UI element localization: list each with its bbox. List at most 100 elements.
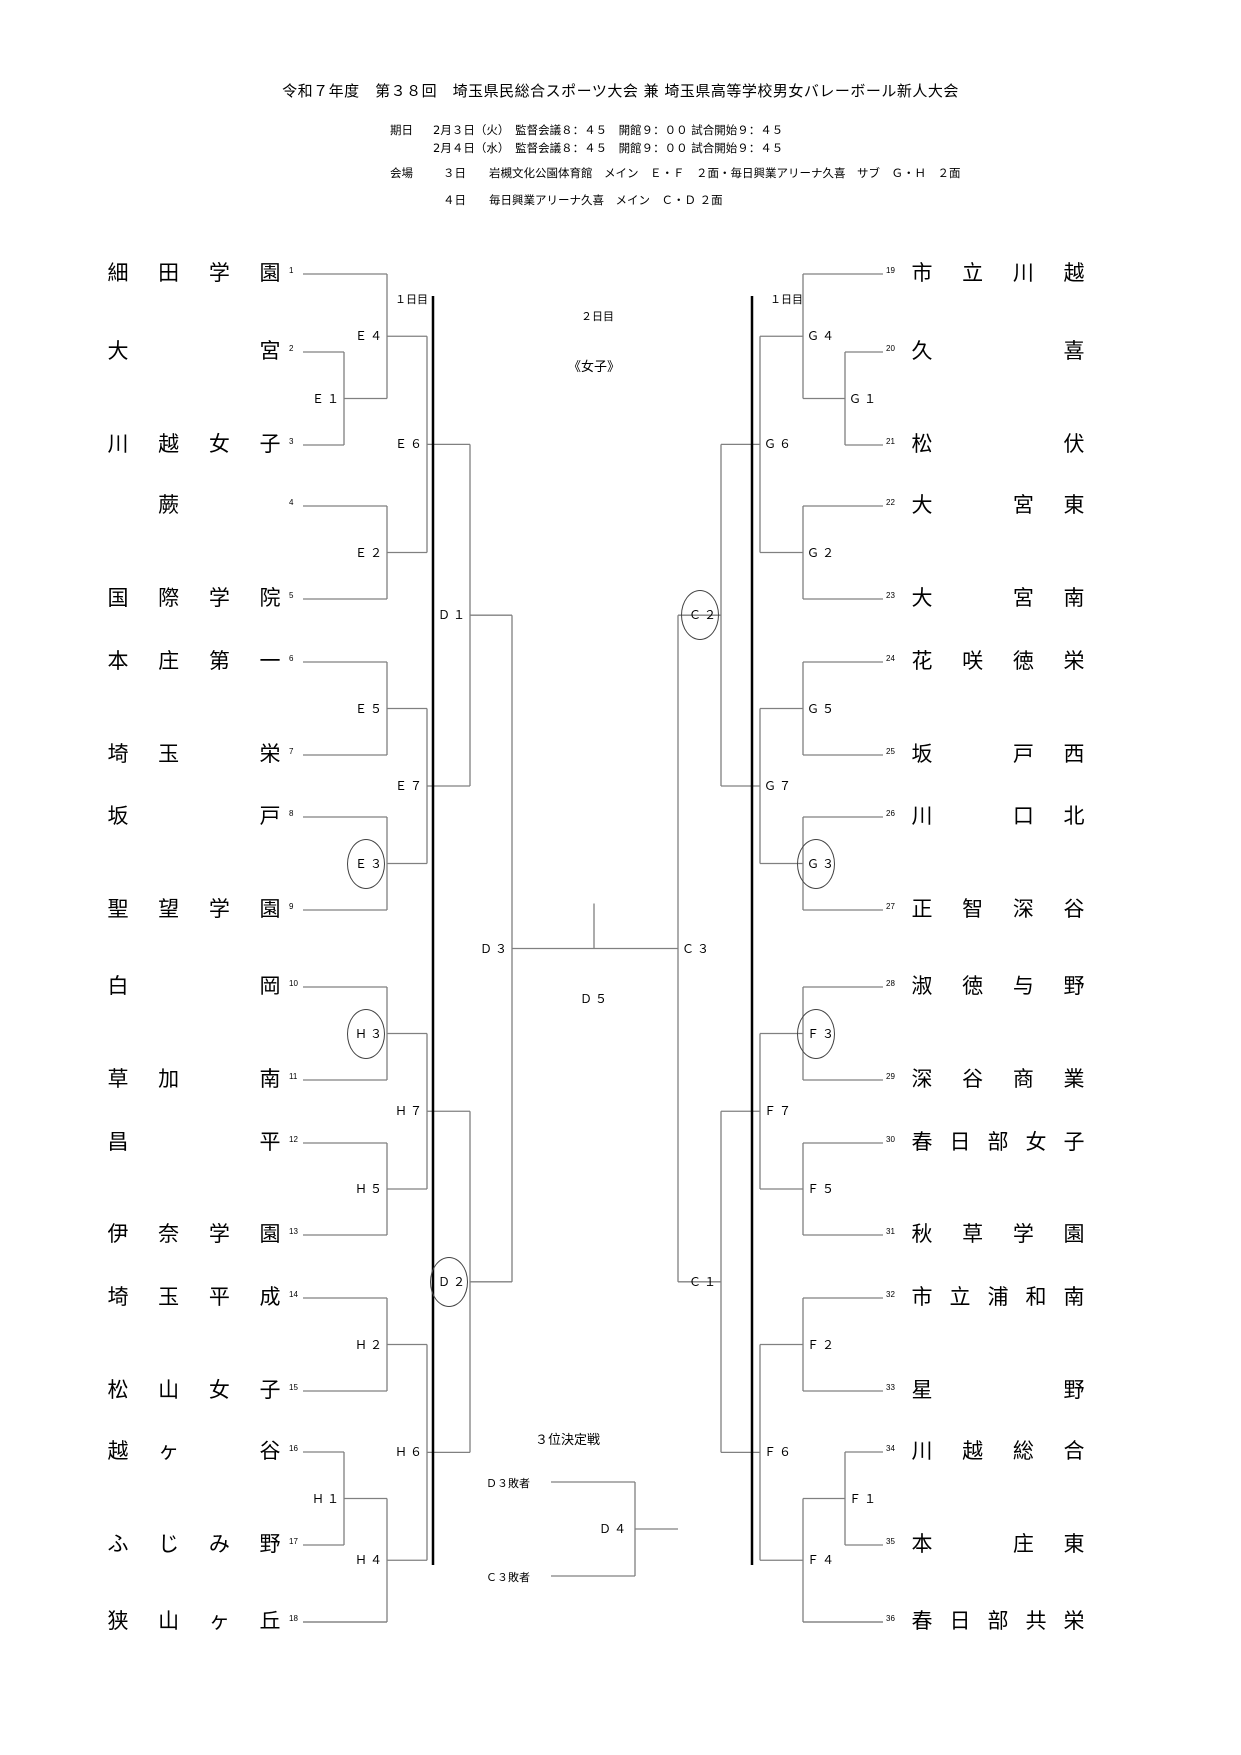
seed-number: 17 bbox=[289, 1537, 298, 1546]
team-name-char bbox=[207, 972, 231, 1000]
match-G1: Ｇ１ bbox=[849, 391, 880, 406]
match-circle-G3 bbox=[797, 838, 835, 889]
team-name-char: 狭 bbox=[107, 1609, 129, 1633]
match-circle-D2 bbox=[430, 1256, 468, 1307]
team-name-char: 松 bbox=[107, 1378, 129, 1402]
team-name-char bbox=[207, 337, 231, 365]
team-name-char: 部 bbox=[987, 1130, 1009, 1154]
team-name-char: 市 bbox=[911, 261, 933, 285]
team-name-char bbox=[1011, 430, 1035, 458]
team-name: 本庄東 bbox=[910, 1530, 1086, 1558]
team-name-char: 学 bbox=[208, 586, 230, 610]
team-name-char: 平 bbox=[259, 1130, 281, 1154]
team-name-char: 和 bbox=[1025, 1285, 1047, 1309]
team-name-char: ふ bbox=[107, 1532, 129, 1556]
match-G6: Ｇ６ bbox=[764, 437, 795, 452]
team-name-char: 花 bbox=[911, 649, 933, 673]
match-F7: Ｆ７ bbox=[764, 1104, 795, 1119]
day2-label: ２日目 bbox=[581, 310, 614, 323]
team-name: 川越女子 bbox=[106, 430, 282, 458]
seed-number: 16 bbox=[289, 1444, 298, 1453]
team-name-char: 山 bbox=[158, 1378, 180, 1402]
team-name-char: 川 bbox=[911, 804, 933, 828]
team-name-char: 学 bbox=[208, 897, 230, 921]
team-name-char: 学 bbox=[208, 1222, 230, 1246]
team-name-char: 谷 bbox=[259, 1439, 281, 1463]
seed-number: 10 bbox=[289, 979, 298, 988]
team-name: 松山女子 bbox=[106, 1376, 282, 1404]
team-name-char: 丘 bbox=[259, 1609, 281, 1633]
team-name-char: 星 bbox=[911, 1378, 933, 1402]
team-name-char bbox=[961, 430, 985, 458]
match-circle-C2 bbox=[681, 590, 719, 641]
team-name-char: 草 bbox=[107, 1067, 129, 1091]
team-name: 白岡 bbox=[106, 972, 282, 1000]
match-G2: Ｇ２ bbox=[807, 545, 838, 560]
team-name-char: 宮 bbox=[1012, 586, 1034, 610]
team-name-char: 庄 bbox=[158, 649, 180, 673]
team-name-char: 学 bbox=[208, 261, 230, 285]
match-G7: Ｇ７ bbox=[764, 779, 795, 793]
team-name-char: 園 bbox=[1063, 1222, 1085, 1246]
team-name-char bbox=[961, 337, 985, 365]
team-name-char: 市 bbox=[911, 1285, 933, 1309]
team-name-char: 伊 bbox=[107, 1222, 129, 1246]
team-name-char: 久 bbox=[911, 339, 933, 363]
team-name-char: 国 bbox=[107, 586, 129, 610]
team-name-char: 野 bbox=[259, 1532, 281, 1556]
team-name-char: 園 bbox=[259, 261, 281, 285]
team-name: 坂戸西 bbox=[910, 740, 1086, 768]
team-name-char: 坂 bbox=[107, 804, 129, 828]
seed-number: 35 bbox=[886, 1537, 895, 1546]
match-F5: Ｆ５ bbox=[807, 1182, 838, 1196]
schedule-day1: 2月３日（火） 監督会議８：４５ 開館９：００ 試合開始９：４５ bbox=[433, 123, 784, 137]
team-name-char: 立 bbox=[962, 261, 984, 285]
team-name-char: 喜 bbox=[1063, 339, 1085, 363]
team-name-char: 細 bbox=[107, 261, 129, 285]
match-G4: Ｇ４ bbox=[807, 329, 838, 344]
team-name-char bbox=[961, 1530, 985, 1558]
seed-number: 19 bbox=[886, 266, 895, 275]
team-name-char: 口 bbox=[1012, 804, 1034, 828]
team-name: 本庄第一 bbox=[106, 647, 282, 675]
seed-number: 11 bbox=[289, 1072, 298, 1081]
venue-day2: ４日 毎日興業アリーナ久喜 メイン Ｃ・Ｄ ２面 bbox=[443, 193, 723, 207]
schedule-day2: 2月４日（水） 監督会議８：４５ 開館９：００ 試合開始９：４５ bbox=[433, 141, 784, 155]
seed-number: 14 bbox=[289, 1290, 298, 1299]
team-name-char: 望 bbox=[158, 897, 180, 921]
team-name-char: 越 bbox=[962, 1439, 984, 1463]
match-H4: Ｈ４ bbox=[355, 1553, 386, 1568]
team-name: 春日部共栄 bbox=[910, 1607, 1086, 1635]
team-name-char: 共 bbox=[1025, 1609, 1047, 1633]
team-name: 大宮南 bbox=[910, 584, 1086, 612]
team-name-char: 草 bbox=[962, 1222, 984, 1246]
team-name-char: 正 bbox=[911, 897, 933, 921]
seed-number: 13 bbox=[289, 1227, 298, 1236]
team-name-char bbox=[207, 491, 231, 519]
match-F4: Ｆ４ bbox=[807, 1553, 838, 1568]
team-name: 川口北 bbox=[910, 802, 1086, 830]
team-name-char: 商 bbox=[1012, 1067, 1034, 1091]
team-name-char: 岡 bbox=[259, 974, 281, 998]
team-name-char: 東 bbox=[1063, 1532, 1085, 1556]
team-name-char: 伏 bbox=[1063, 432, 1085, 456]
team-name-char: ヶ bbox=[208, 1609, 230, 1633]
match-D1: Ｄ１ bbox=[438, 608, 469, 623]
team-name-char: 園 bbox=[259, 1222, 281, 1246]
c3-loser-label: Ｃ３敗者 bbox=[486, 1571, 530, 1584]
team-name: 越ヶ谷 bbox=[106, 1437, 282, 1465]
team-name-char bbox=[961, 1376, 985, 1404]
team-name-char: 第 bbox=[208, 649, 230, 673]
team-name-char: ヶ bbox=[158, 1439, 180, 1463]
team-name-char: 成 bbox=[259, 1285, 281, 1309]
team-name-char: 与 bbox=[1012, 974, 1034, 998]
seed-number: 1 bbox=[289, 266, 294, 275]
team-name-char: 女 bbox=[208, 432, 230, 456]
team-name-char: 智 bbox=[962, 897, 984, 921]
team-name-char: 越 bbox=[107, 1439, 129, 1463]
team-name-char bbox=[207, 740, 231, 768]
team-name-char: 谷 bbox=[962, 1067, 984, 1091]
team-name-char bbox=[207, 802, 231, 830]
seed-number: 34 bbox=[886, 1444, 895, 1453]
